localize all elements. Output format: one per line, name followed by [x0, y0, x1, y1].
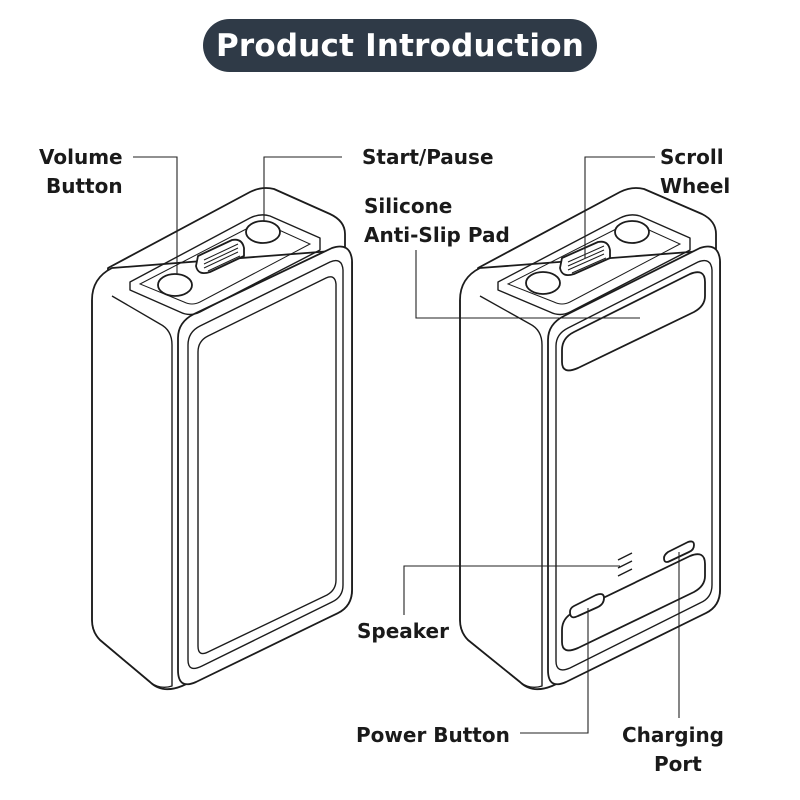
- leader-start-pause: [263, 156, 342, 222]
- label-speaker: Speaker: [357, 619, 449, 643]
- leader-volume-button: [133, 156, 178, 275]
- left-device-illustration: [91, 187, 353, 691]
- callout-labels: Volume Button Start/Pause Scroll Wheel S…: [39, 145, 730, 776]
- label-silicone-line1: Silicone: [364, 194, 452, 218]
- label-scroll-line2: Wheel: [660, 174, 730, 198]
- label-silicone-line2: Anti-Slip Pad: [364, 223, 510, 247]
- label-start-pause: Start/Pause: [362, 145, 494, 169]
- leader-speaker: [403, 565, 620, 615]
- right-device-illustration: [459, 187, 721, 691]
- label-power-button: Power Button: [356, 723, 510, 747]
- label-scroll-line1: Scroll: [660, 145, 724, 169]
- leader-scroll-wheel: [584, 156, 655, 258]
- label-charging-line1: Charging: [622, 723, 724, 747]
- leader-lines: [133, 156, 680, 734]
- page-title: Product Introduction: [215, 27, 584, 64]
- leader-power-button: [520, 608, 589, 734]
- label-volume-line1: Volume: [39, 145, 123, 169]
- title-banner: Product Introduction: [203, 19, 597, 72]
- label-charging-line2: Port: [654, 752, 702, 776]
- label-volume-line2: Button: [46, 174, 123, 198]
- leader-silicone-pad: [415, 250, 640, 319]
